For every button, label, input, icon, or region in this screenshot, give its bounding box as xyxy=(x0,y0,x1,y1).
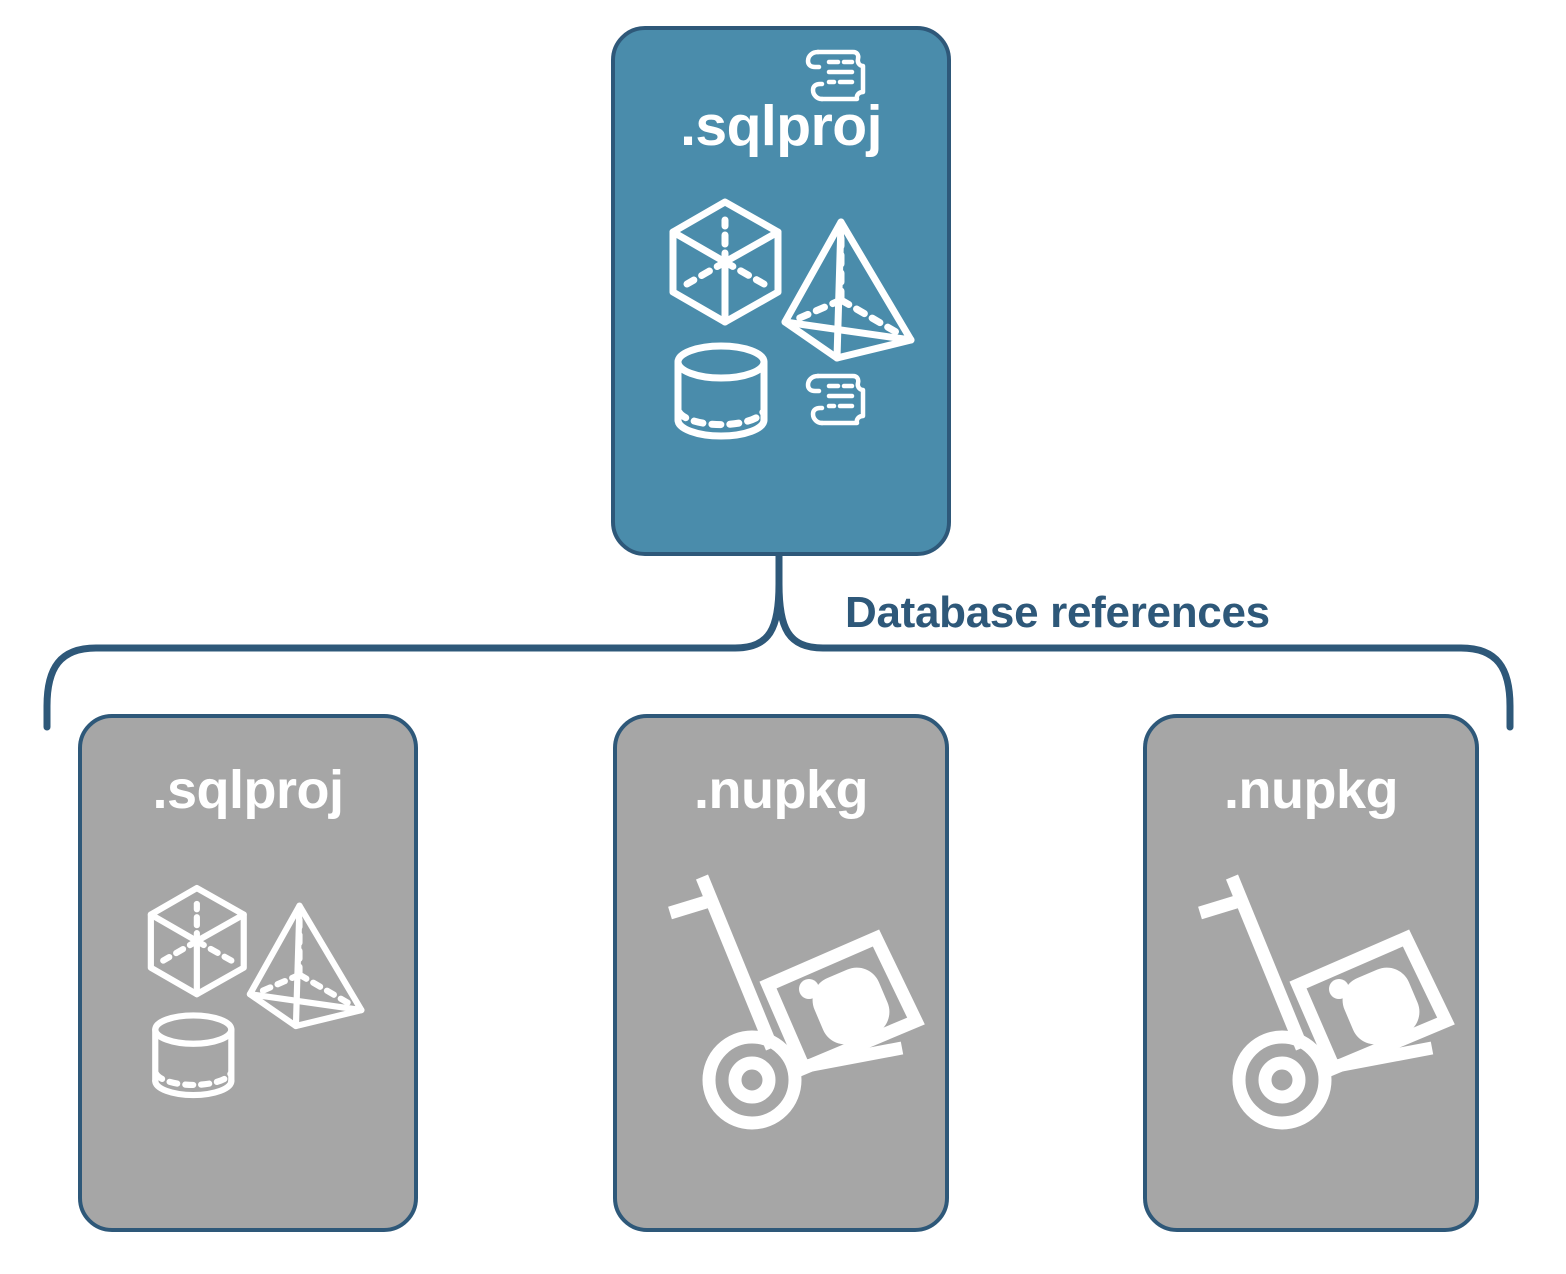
node-sqlproj-primary[interactable]: .sqlproj xyxy=(611,26,951,556)
reference-node-icon-group xyxy=(147,884,365,1099)
cube-icon xyxy=(147,884,247,998)
cylinder-icon xyxy=(152,1012,235,1099)
node-sqlproj-primary-label: .sqlproj xyxy=(680,94,882,158)
node-nupkg-1-label: .nupkg xyxy=(694,760,868,820)
pyramid-icon xyxy=(781,218,915,362)
node-nupkg-2-label: .nupkg xyxy=(1224,760,1398,820)
node-sqlproj-reference[interactable]: .sqlproj xyxy=(78,714,418,1232)
hand-truck-package-icon xyxy=(1198,874,1455,1130)
script-scroll-icon xyxy=(805,373,866,426)
primary-node-icon-group xyxy=(669,198,915,440)
pyramid-icon xyxy=(246,902,365,1030)
node-sqlproj-reference-label: .sqlproj xyxy=(152,760,344,820)
hand-truck-package-icon xyxy=(668,874,925,1130)
node-nupkg-2[interactable]: .nupkg xyxy=(1143,714,1479,1232)
cylinder-icon xyxy=(674,342,768,440)
cube-icon xyxy=(669,198,782,326)
node-nupkg-1[interactable]: .nupkg xyxy=(613,714,949,1232)
connector-label: Database references xyxy=(845,588,1270,637)
